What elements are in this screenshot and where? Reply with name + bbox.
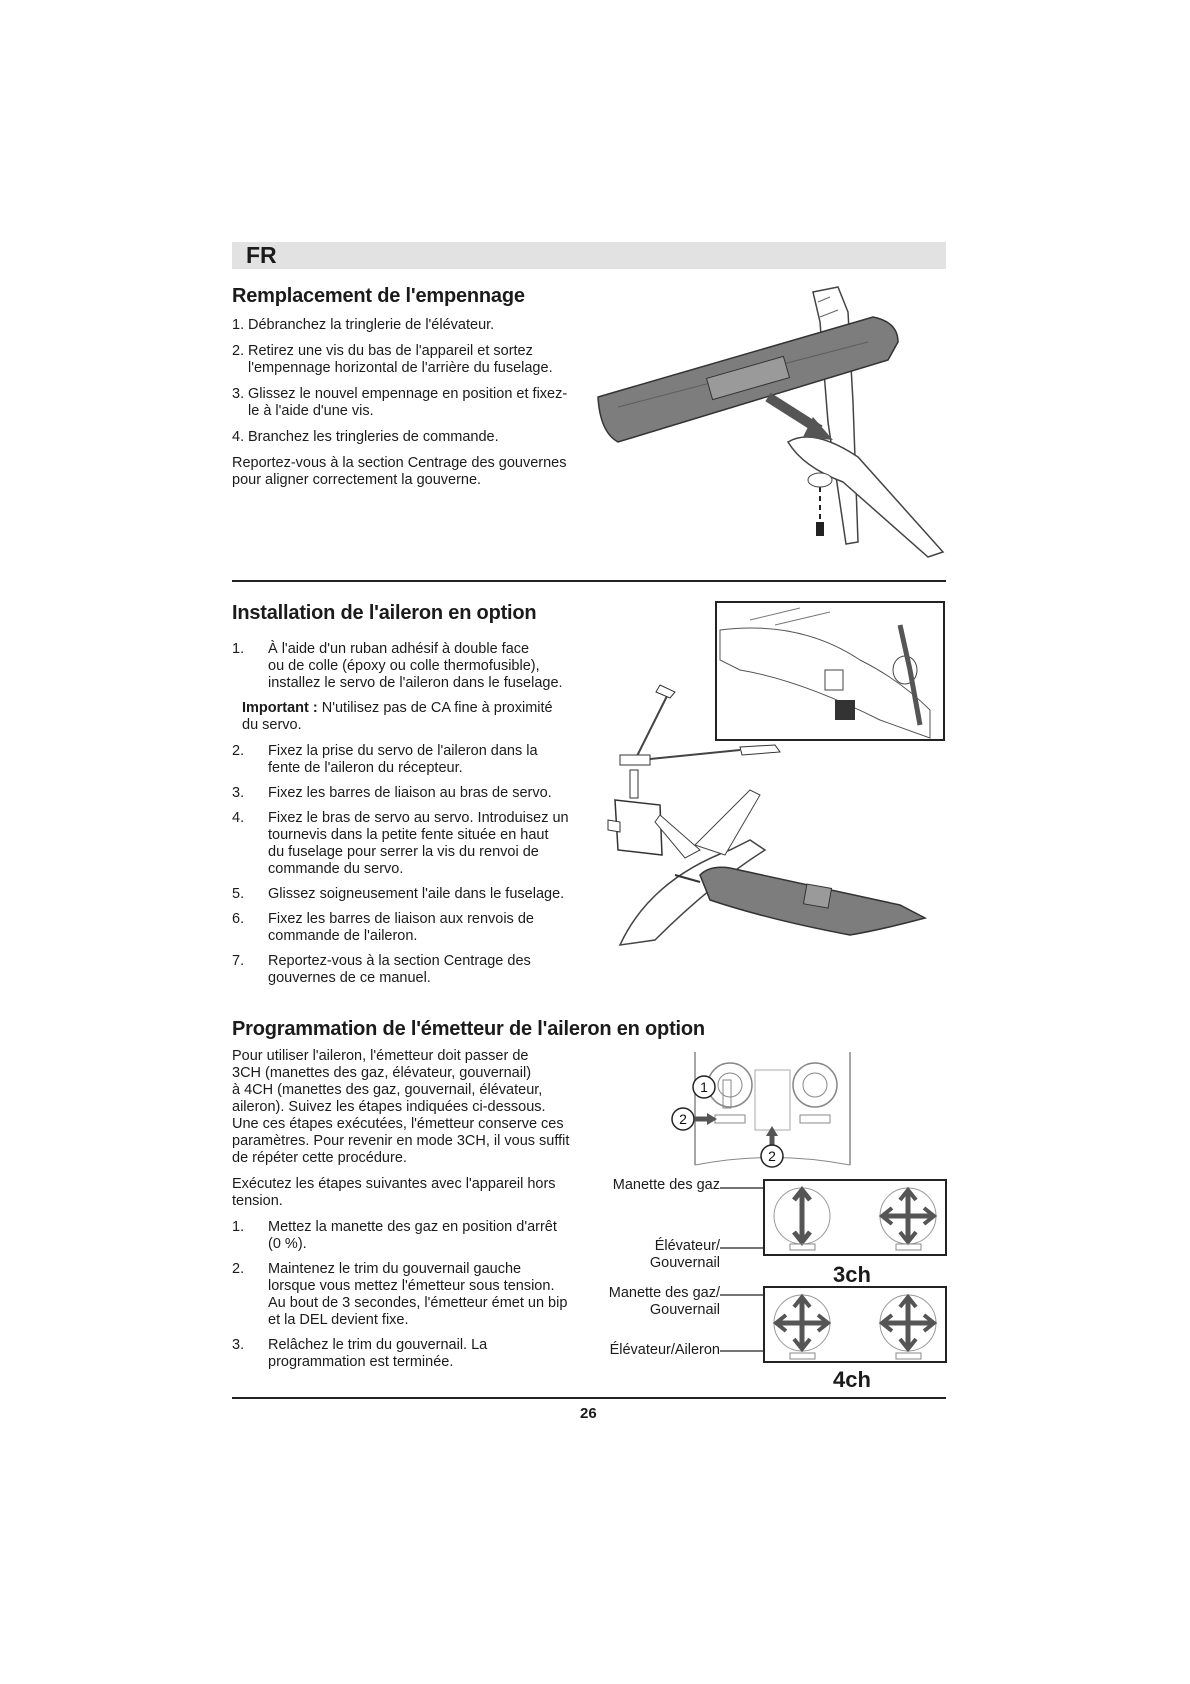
step-item: 1. Débranchez la tringlerie de l'élévate…	[232, 317, 495, 333]
section-programming-text: Pour utiliser l'aileron, l'émetteur doit…	[232, 1048, 602, 1371]
callout-number-2: 2	[768, 1148, 776, 1164]
step-item: 7. Reportez-vous à la section Centrage d…	[232, 953, 531, 986]
language-label: FR	[246, 242, 277, 268]
step-text: Fixez la prise du servo de l'aileron dan…	[268, 743, 538, 776]
intro-paragraph: Pour utiliser l'aileron, l'émetteur doit…	[232, 1048, 570, 1166]
step-item: 2. Fixez la prise du servo de l'aileron …	[232, 743, 538, 776]
pre-steps-note: Exécutez les étapes suivantes avec l'app…	[232, 1176, 556, 1209]
language-bar: FR	[232, 242, 946, 269]
section-empennage-steps: 1. Débranchez la tringlerie de l'élévate…	[232, 317, 592, 489]
step-text: Branchez les tringleries de commande.	[248, 429, 499, 445]
section-divider	[232, 580, 946, 582]
step-item: 1. Mettez la manette des gaz en position…	[232, 1219, 557, 1252]
step-item: 2. Maintenez le trim du gouvernail gauch…	[232, 1261, 568, 1328]
aileron-illustration	[607, 601, 945, 946]
step-text: Retirez une vis du bas de l'appareil et …	[248, 343, 553, 376]
section-title-aileron-install: Installation de l'aileron en option	[232, 602, 537, 624]
mode-label-4ch: 4ch	[833, 1367, 871, 1392]
section-note: Reportez-vous à la section Centrage des …	[232, 455, 567, 488]
step-item: 5. Glissez soigneusement l'aile dans le …	[232, 886, 565, 902]
step-item: 4. Branchez les tringleries de commande.	[232, 429, 499, 445]
callout-number-2: 2	[679, 1111, 687, 1127]
page-number: 26	[580, 1405, 597, 1422]
important-note: Important : N'utilisez pas de CA fine à …	[242, 700, 553, 733]
step-text: Glissez soigneusement l'aile dans le fus…	[268, 886, 565, 902]
step-text: À l'aide d'un ruban adhésif à double fac…	[268, 641, 563, 691]
mode-label-3ch: 3ch	[833, 1262, 871, 1287]
step-text: Fixez les barres de liaison au bras de s…	[268, 785, 552, 801]
step-text: Mettez la manette des gaz en position d'…	[268, 1219, 557, 1252]
step-text: Fixez les barres de liaison aux renvois …	[268, 911, 534, 944]
step-item: 1. À l'aide d'un ruban adhésif à double …	[232, 641, 563, 691]
step-item: 2. Retirez une vis du bas de l'appareil …	[232, 343, 553, 376]
step-text: Glissez le nouvel empennage en position …	[248, 386, 568, 419]
step-item: 3. Fixez les barres de liaison au bras d…	[232, 785, 552, 801]
callout-elevator-aileron: Élévateur/Aileron	[609, 1342, 720, 1358]
empennage-illustration	[597, 286, 945, 558]
step-item: 4. Fixez le bras de servo au servo. Intr…	[232, 810, 569, 877]
callout-throttle: Manette des gaz	[612, 1177, 720, 1193]
footer-divider	[232, 1397, 946, 1399]
section-title-transmitter-programming: Programmation de l'émetteur de l'aileron…	[232, 1018, 705, 1040]
step-text: Débranchez la tringlerie de l'élévateur.	[248, 317, 495, 333]
section-title-empennage: Remplacement de l'empennage	[232, 285, 525, 307]
callout-number-1: 1	[700, 1079, 708, 1095]
transmitter-illustration: 1 2 2	[671, 1052, 851, 1168]
transmitter-4ch-diagram	[720, 1286, 947, 1363]
callout-throttle-rudder: Manette des gaz/Gouvernail	[608, 1285, 720, 1318]
step-item: 6. Fixez les barres de liaison aux renvo…	[232, 911, 534, 944]
step-item: 3. Glissez le nouvel empennage en positi…	[232, 386, 568, 419]
transmitter-3ch-diagram	[720, 1179, 947, 1256]
callout-elevator-rudder: Élévateur/Gouvernail	[649, 1238, 720, 1271]
step-text: Fixez le bras de servo au servo. Introdu…	[268, 810, 569, 877]
section-aileron-steps: 1. À l'aide d'un ruban adhésif à double …	[232, 641, 612, 987]
